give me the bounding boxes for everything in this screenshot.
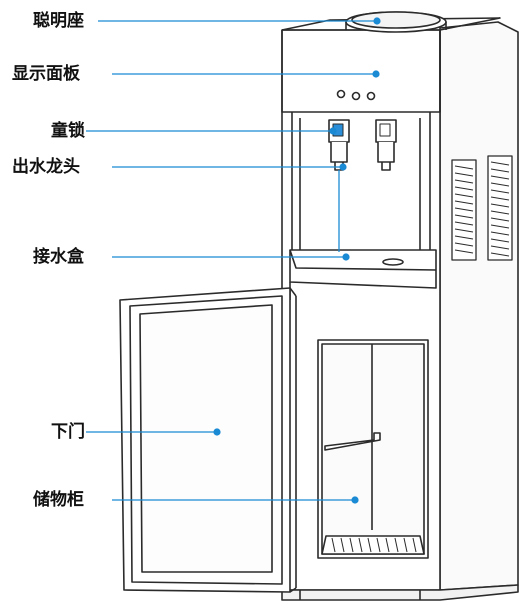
label-child-lock: 童锁 (51, 121, 85, 141)
right-tap (375, 119, 397, 171)
vent-slat (490, 182, 510, 187)
leader-drip-tray (112, 253, 350, 261)
grate-bar (349, 537, 354, 553)
vent-slat (490, 224, 510, 229)
grate-bar (367, 537, 372, 553)
leader-lower-door (86, 428, 221, 436)
label-storage-cabinet: 储物柜 (33, 490, 84, 510)
vent-slat (454, 207, 474, 212)
vent-slat (454, 172, 474, 177)
grate-bar (358, 537, 363, 553)
vent-slat (454, 193, 474, 198)
storage-grate (331, 537, 417, 553)
vent-slat (490, 189, 510, 194)
vent-slat (490, 161, 510, 166)
vent-slat (490, 231, 510, 236)
grate-bar (412, 537, 417, 553)
vent-slat (490, 175, 510, 180)
vent-slat (490, 252, 510, 257)
vent-slat (454, 235, 474, 240)
lower-door (119, 287, 297, 593)
vent-slat (490, 245, 510, 250)
grate-bar (403, 537, 408, 553)
label-lower-door: 下门 (51, 422, 85, 442)
label-water-outlet: 出水龙头 (12, 157, 80, 177)
storage-cabinet (317, 339, 429, 559)
vent-slats (454, 161, 510, 257)
vent-slat (490, 203, 510, 208)
vent-slat (454, 179, 474, 184)
grate-bar (331, 537, 336, 553)
vent-slat (490, 210, 510, 215)
label-drip-tray: 接水盒 (33, 247, 84, 267)
vent-slat (454, 249, 474, 254)
left-tap (328, 119, 350, 171)
leader-display-panel (112, 70, 380, 78)
leader-smart-seat (98, 17, 381, 25)
vent-slat (454, 242, 474, 247)
vent-slat (454, 221, 474, 226)
drip-tray (289, 249, 437, 300)
vent-slat (490, 238, 510, 243)
grate-bar (385, 537, 390, 553)
leader-water-outlet (112, 163, 347, 252)
leader-child-lock (86, 127, 337, 135)
vent-slat (454, 200, 474, 205)
display-panel (336, 89, 376, 101)
vent-slat (454, 165, 474, 170)
vent-slat (490, 168, 510, 173)
grate-bar (340, 537, 345, 553)
vent-slat (454, 214, 474, 219)
label-smart-seat: 聪明座 (33, 11, 84, 31)
leader-storage-cabinet (112, 496, 359, 504)
smart-seat (345, 11, 447, 33)
grate-bar (394, 537, 399, 553)
label-display-panel: 显示面板 (12, 64, 80, 84)
vent-slat (454, 186, 474, 191)
vent-slat (454, 228, 474, 233)
vent-slat (490, 217, 510, 222)
grate-bar (376, 537, 381, 553)
vent-slat (490, 196, 510, 201)
